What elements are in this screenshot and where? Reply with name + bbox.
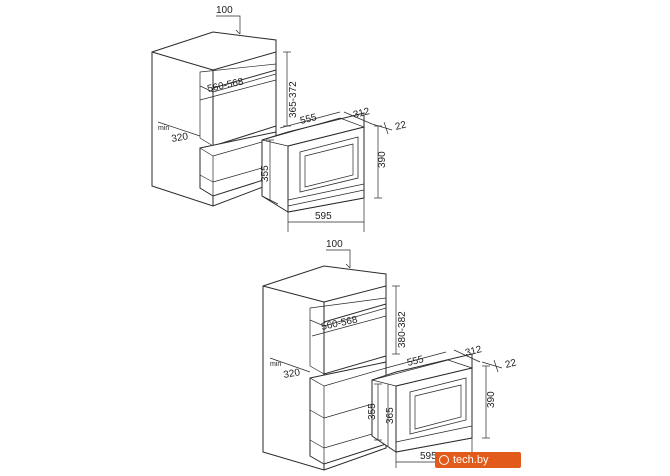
top-appliance-window	[299, 136, 359, 193]
top-cabinet-edge	[151, 51, 214, 71]
dim-595-label: 595	[315, 211, 332, 222]
dim-22-label: 22	[394, 119, 408, 132]
bottom-cabinet	[262, 265, 387, 471]
top-niche-top	[199, 63, 277, 93]
dim-niche-height-label: 380-382	[397, 311, 408, 348]
bottom-appliance	[371, 353, 474, 453]
dim-555-line	[279, 111, 341, 129]
dim-depth-min-label: 320	[171, 131, 190, 145]
bottom-cabinet-edge	[262, 285, 325, 303]
dim-312-line	[453, 349, 481, 363]
bottom-appliance-dimensions: 555 312 22 390 355 365 595	[367, 344, 518, 468]
top-appliance-window-inner	[304, 143, 354, 188]
top-appliance-panel	[287, 183, 365, 201]
dim-depth-min-label: 320	[283, 367, 302, 381]
bottom-lower-shelf	[309, 409, 325, 419]
dim-100-label: 100	[216, 5, 233, 16]
top-lower-shelf	[199, 174, 214, 183]
dim-arrow	[235, 29, 241, 35]
site-watermark: tech.by	[435, 452, 521, 468]
dim-365-label: 365	[385, 407, 396, 424]
top-appliance-panel	[287, 189, 365, 207]
dim-niche-width-line	[199, 79, 277, 101]
dim-depth-min-prefix: min	[158, 125, 169, 132]
dim-100-line	[326, 249, 351, 268]
dim-tick	[383, 121, 389, 135]
bottom-niche-top	[309, 297, 387, 327]
dim-555-label: 555	[299, 112, 318, 127]
dim-355-label: 355	[367, 403, 378, 420]
dim-depth-min-prefix: min	[270, 361, 281, 368]
top-appliance-top	[261, 117, 366, 147]
dim-22-line	[371, 123, 393, 131]
bottom-appliance-panel	[395, 425, 473, 443]
bottom-appliance-window	[409, 377, 467, 435]
top-lower-edge	[199, 147, 214, 157]
top-cabinet	[151, 31, 277, 207]
dim-arrow	[345, 263, 351, 269]
watermark-logo-icon	[439, 455, 449, 465]
bottom-niche-back	[309, 365, 325, 375]
bottom-cabinet-dimensions: 100 560-568 380-382 min 320	[269, 239, 408, 381]
dim-tick	[261, 195, 279, 205]
bottom-lower-compartment	[309, 361, 387, 465]
top-cabinet-edge	[212, 51, 277, 71]
dim-555-label: 555	[406, 354, 425, 369]
top-appliance-dimensions: 555 312 22 390 355 595	[260, 106, 408, 232]
bottom-lower-shelf	[309, 439, 325, 449]
bottom-lower-edge	[309, 377, 325, 387]
top-niche-front	[212, 69, 277, 147]
dim-niche-height-label: 365-372	[288, 81, 299, 118]
dim-312-label: 312	[464, 344, 483, 359]
top-niche-back	[199, 137, 214, 147]
bottom-cabinet-edge	[323, 285, 387, 303]
dim-22-label: 22	[504, 357, 518, 370]
top-appliance	[261, 112, 366, 213]
dim-depth-line	[157, 121, 201, 137]
dim-tick	[493, 359, 499, 373]
dim-595-label: 595	[420, 451, 437, 462]
dim-22-line	[481, 361, 503, 369]
dim-100-label: 100	[326, 239, 343, 250]
watermark-text: tech.by	[453, 454, 489, 466]
dim-312-label: 312	[352, 106, 371, 121]
dim-312-line	[343, 111, 373, 125]
bottom-lower-edge	[323, 367, 387, 387]
dim-355-label: 355	[260, 165, 271, 182]
dim-390-label: 390	[377, 151, 388, 168]
dim-390-label: 390	[486, 391, 497, 408]
dim-100-line	[216, 15, 241, 34]
bottom-appliance-window-inner	[414, 384, 462, 430]
dim-depth-line	[269, 357, 311, 373]
dim-555-line	[385, 351, 447, 369]
dim-niche-width-line	[311, 315, 387, 337]
